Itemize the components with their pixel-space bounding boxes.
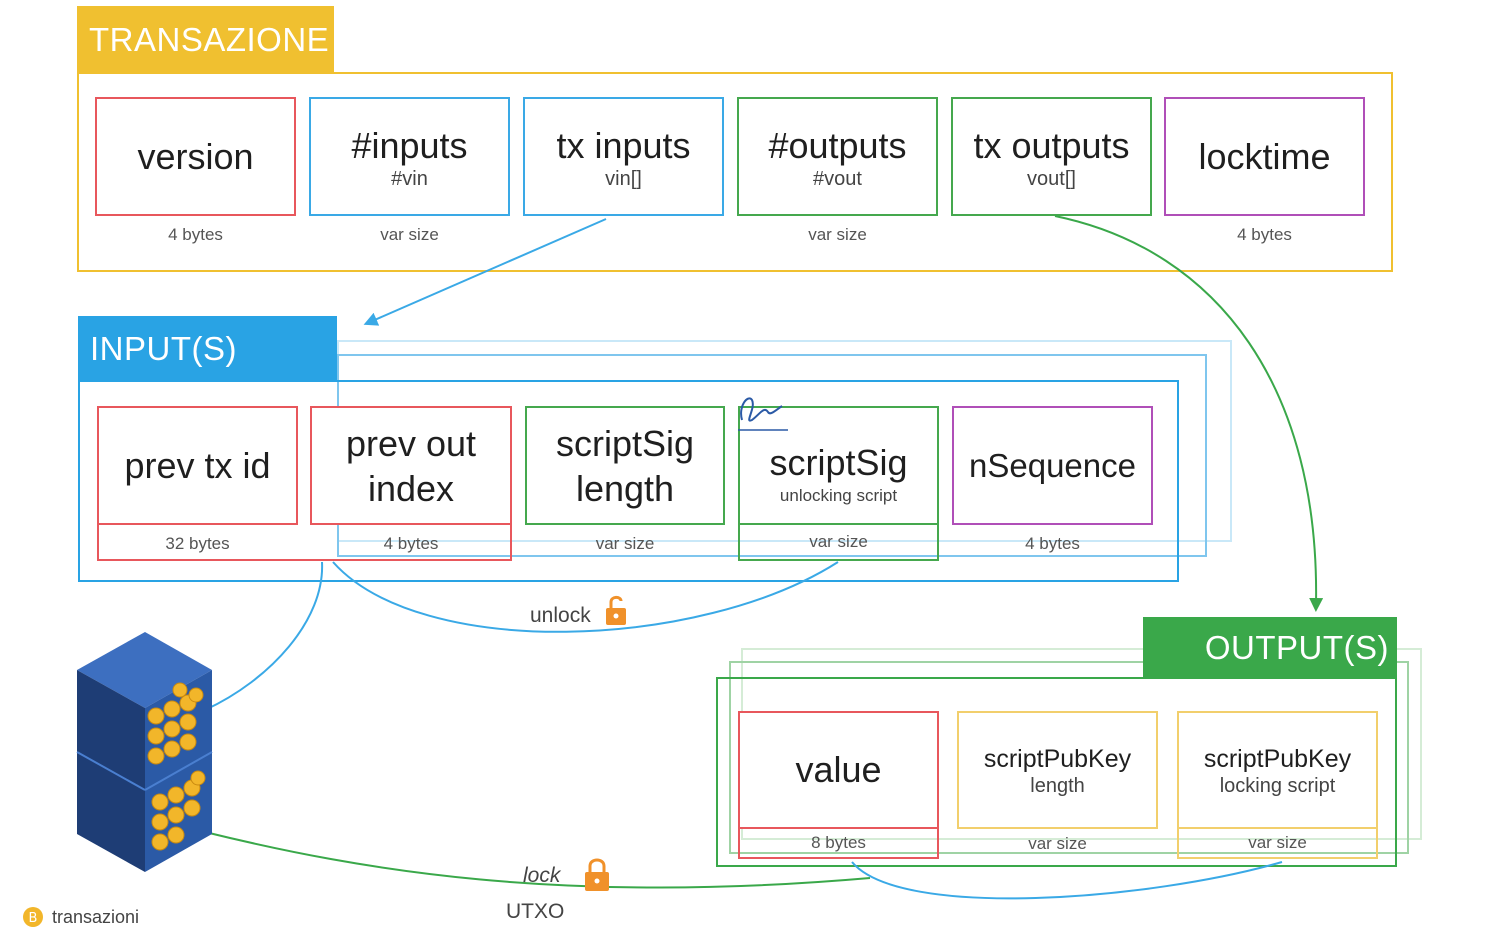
svg-text:B: B: [29, 911, 38, 926]
field-prev-tx-id: prev tx id: [97, 406, 298, 525]
field-size-box: var size: [738, 525, 939, 561]
output-header: OUTPUT(S): [1143, 617, 1397, 677]
field-name: scriptSig: [769, 442, 908, 484]
field-sub: length: [1030, 775, 1085, 797]
signature-icon: [738, 397, 788, 431]
utxo-block-icon: [76, 632, 213, 872]
value-script-connector: [851, 861, 1283, 900]
field-num-outputs: #outputs #vout: [737, 97, 938, 216]
field-size-box: 8 bytes: [738, 829, 939, 859]
output-stack-back-1: [729, 661, 1409, 854]
output-section: [716, 677, 1397, 867]
lock-connector: [204, 831, 871, 889]
input-header: INPUT(S): [78, 316, 337, 380]
unlock-padlock-icon: [606, 595, 626, 625]
lock-padlock-icon: [585, 858, 609, 891]
field-sub: unlocking script: [779, 485, 898, 505]
field-scriptpubkey: scriptPubKey locking script: [1177, 711, 1378, 829]
tx-outputs-arrow: [1054, 215, 1324, 612]
field-scriptpubkey-length: scriptPubKey length: [957, 711, 1158, 829]
field-name: prev tx id: [124, 444, 271, 486]
lock-label: lock: [523, 864, 561, 887]
field-name: nSequence: [969, 446, 1136, 484]
field-value: value: [738, 711, 939, 829]
field-sub: vin[]: [605, 168, 642, 191]
field-name: version: [137, 135, 254, 177]
bitcoin-icon: B: [23, 907, 43, 927]
field-size: 4 bytes: [383, 534, 439, 553]
field-name: #inputs: [351, 124, 468, 166]
field-size: 4 bytes: [1025, 534, 1080, 553]
field-tx-inputs: tx inputs vin[]: [523, 97, 724, 216]
field-size: var size: [1028, 834, 1087, 853]
field-sub: locking script: [1219, 775, 1336, 797]
field-sub: vout[]: [1027, 168, 1076, 191]
field-name: locktime: [1198, 135, 1331, 177]
transazione-section: [77, 72, 1393, 272]
field-version: version: [95, 97, 296, 216]
footer-label: transazioni: [52, 907, 140, 927]
transazione-header: TRANSAZIONE: [77, 6, 334, 72]
field-name: scriptPubKey: [1203, 745, 1352, 773]
field-name: tx inputs: [556, 124, 691, 166]
field-tx-outputs: tx outputs vout[]: [951, 97, 1152, 216]
field-scriptsig: scriptSig unlocking script: [738, 406, 939, 525]
field-size: 4 bytes: [1237, 225, 1292, 244]
field-name: scriptPubKey: [983, 745, 1132, 773]
input-section: [78, 380, 1179, 582]
field-nsequence: nSequence: [952, 406, 1153, 525]
unlock-label: unlock: [530, 604, 591, 627]
field-size: 32 bytes: [165, 534, 230, 553]
field-name: #outputs: [768, 124, 907, 166]
field-sub: #vin: [391, 168, 428, 191]
field-name: scriptSig length: [555, 422, 695, 509]
field-size-box: var size: [1177, 829, 1378, 859]
field-prev-out-index: prev out index: [310, 406, 512, 525]
field-size: var size: [595, 534, 655, 553]
field-name: tx outputs: [973, 124, 1130, 166]
utxo-label: UTXO: [506, 900, 565, 923]
field-name: value: [795, 749, 882, 791]
field-size: var size: [380, 225, 439, 244]
field-sub: #vout: [813, 168, 862, 191]
field-name: prev out index: [345, 422, 477, 509]
field-size: var size: [808, 225, 867, 244]
unlock-connector: [332, 561, 839, 633]
field-num-inputs: #inputs #vin: [309, 97, 510, 216]
field-size: 4 bytes: [168, 225, 223, 244]
field-scriptsig-length: scriptSig length: [525, 406, 725, 525]
tx-inputs-arrow: [363, 218, 607, 326]
outpoint-bracket: [97, 525, 512, 561]
outpoint-to-utxo-connector: [204, 561, 324, 711]
field-locktime: locktime: [1164, 97, 1365, 216]
